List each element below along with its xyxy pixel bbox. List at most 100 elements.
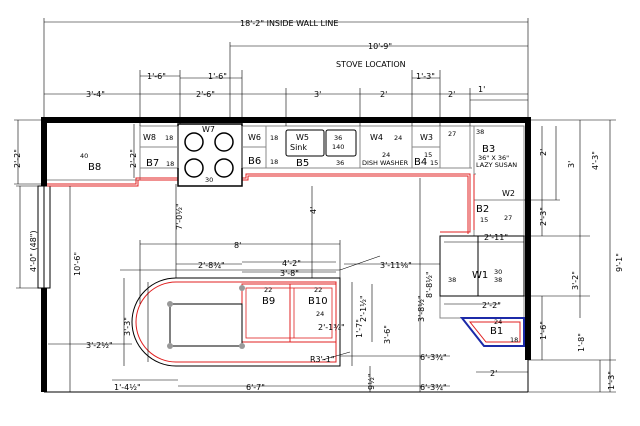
dim-label: 6'-7" xyxy=(246,383,265,392)
dim-label: 9½" xyxy=(367,373,376,390)
dim-label: 3'-8½" xyxy=(417,295,426,322)
cabinet-size: 15 xyxy=(424,151,432,159)
dim-label: 1'-6" xyxy=(147,72,166,81)
island-overhang xyxy=(135,281,337,363)
dim-label: 1'-6" xyxy=(539,321,548,340)
dim-label: 1'-3" xyxy=(416,72,435,81)
island-cabinets-inner xyxy=(245,287,333,339)
cabinet-size: 36" X 36" xyxy=(478,154,509,162)
dim-label: 2' xyxy=(490,369,497,378)
dim-label: 3'-11⅛" xyxy=(380,261,412,270)
dim-label: 1'-7" xyxy=(355,319,364,338)
dim-label: 1'-3" xyxy=(607,371,616,390)
dishwasher-label: DISH WASHER xyxy=(362,159,409,167)
cabinet-size: 27 xyxy=(504,214,512,222)
dim-label: 3' xyxy=(567,161,576,168)
island-sink-area xyxy=(169,303,243,347)
pantry-box xyxy=(439,235,525,297)
island-post xyxy=(167,301,173,307)
cabinet-size: 18 xyxy=(165,134,173,142)
cabinet-size: 18 xyxy=(166,160,174,168)
cabinet-size: 22 xyxy=(264,286,272,294)
dim-label: 2'-2" xyxy=(129,149,138,168)
cabinet-size: 15 xyxy=(430,159,438,167)
dim-label: 2'-6" xyxy=(196,90,215,99)
dim-label: 2' xyxy=(539,149,548,156)
dim-label: 1'-6" xyxy=(208,72,227,81)
dim-label: 8' xyxy=(234,241,241,250)
red-edge-upper-inner xyxy=(47,175,469,234)
burner-icon xyxy=(214,132,234,152)
cabinet-code: B2 xyxy=(476,204,489,215)
island-post xyxy=(239,343,245,349)
island-post xyxy=(167,343,173,349)
cabinet-size: 140 xyxy=(332,143,344,151)
burner-icon xyxy=(184,132,204,152)
cabinet-size: 38 xyxy=(476,128,484,136)
dim-label: 3'-6" xyxy=(383,325,392,344)
b1-inner xyxy=(468,321,521,343)
cabinet-size: 18 xyxy=(270,158,278,166)
cabinet-code: W5 xyxy=(296,133,309,142)
dim-label: 2'-2" xyxy=(482,301,501,310)
dim-label: 10'-6" xyxy=(73,252,82,276)
cabinet-size: 15 xyxy=(480,216,488,224)
cabinet-size: 18 xyxy=(510,336,518,344)
dim-label: 3' xyxy=(314,90,321,99)
dim-label: 1' xyxy=(478,85,485,94)
dim-label: 3'-8" xyxy=(280,269,299,278)
stove-location-label: STOVE LOCATION xyxy=(336,60,406,69)
burner-icon xyxy=(184,158,204,178)
cabinet-code: W7 xyxy=(202,125,215,134)
cabinet-size: 40 xyxy=(80,152,88,160)
cabinet-size: 27 xyxy=(448,130,456,138)
dim-label: 1'-4½" xyxy=(114,383,141,392)
cabinet-code: B10 xyxy=(308,296,328,307)
dim-label: 3'-3" xyxy=(123,317,132,336)
cabinet-code: W6 xyxy=(248,133,261,142)
cabinet-code: W2 xyxy=(502,189,515,198)
dim-line xyxy=(339,255,381,271)
dim-label: 6'-3¾" xyxy=(420,383,447,392)
dim-label: 8'-8½" xyxy=(425,271,434,298)
dim-label: 2'-11" xyxy=(484,233,508,242)
dim-label: 4'-2" xyxy=(282,259,301,268)
dim-label: 3'-2" xyxy=(571,271,580,290)
dim-label: 4'-3" xyxy=(591,151,600,170)
cabinet-size: 18 xyxy=(270,134,278,142)
left-window xyxy=(37,185,51,289)
cabinet-size: 24 xyxy=(382,151,390,159)
dim-label: R3'-1" xyxy=(310,355,335,364)
dim-label: 3'-4" xyxy=(86,90,105,99)
sink-basin xyxy=(325,129,357,157)
inside-wall-line-label: 18'-2" INSIDE WALL LINE xyxy=(240,19,338,28)
cabinet-code: B1 xyxy=(490,326,503,337)
cabinet-note: LAZY SUSAN xyxy=(476,161,517,169)
cabinet-dividers xyxy=(140,126,471,168)
cabinet-size: 24 xyxy=(316,310,324,318)
cabinet-code: B9 xyxy=(262,296,275,307)
cabinet-size: 22 xyxy=(314,286,322,294)
cabinet-code: B4 xyxy=(414,157,427,168)
island xyxy=(131,277,341,367)
dim-label: 2'-2" xyxy=(13,149,22,168)
dim-label: 1'-8" xyxy=(577,333,586,352)
dim-label: 7'-0½" xyxy=(175,203,184,230)
cabinet-code: B6 xyxy=(248,156,261,167)
dim-label: 10'-9" xyxy=(368,42,392,51)
dim-label: 9'-1" xyxy=(615,253,624,272)
cabinet-size: 30 xyxy=(205,176,213,184)
dim-label: 2'-1¾" xyxy=(318,323,345,332)
red-edge-upper xyxy=(47,173,471,233)
cabinet-size: 36 xyxy=(336,159,344,167)
dim-label: 2'-3" xyxy=(539,207,548,226)
cabinet-size: 30 xyxy=(494,268,502,276)
cabinet-code: B3 xyxy=(482,144,495,155)
sink xyxy=(285,129,357,157)
island-post xyxy=(239,285,245,291)
dim-label: 4' xyxy=(309,207,318,214)
cabinet-size: 36 xyxy=(334,134,342,142)
counter-edge-red xyxy=(47,173,475,234)
burner-icon xyxy=(214,158,234,178)
